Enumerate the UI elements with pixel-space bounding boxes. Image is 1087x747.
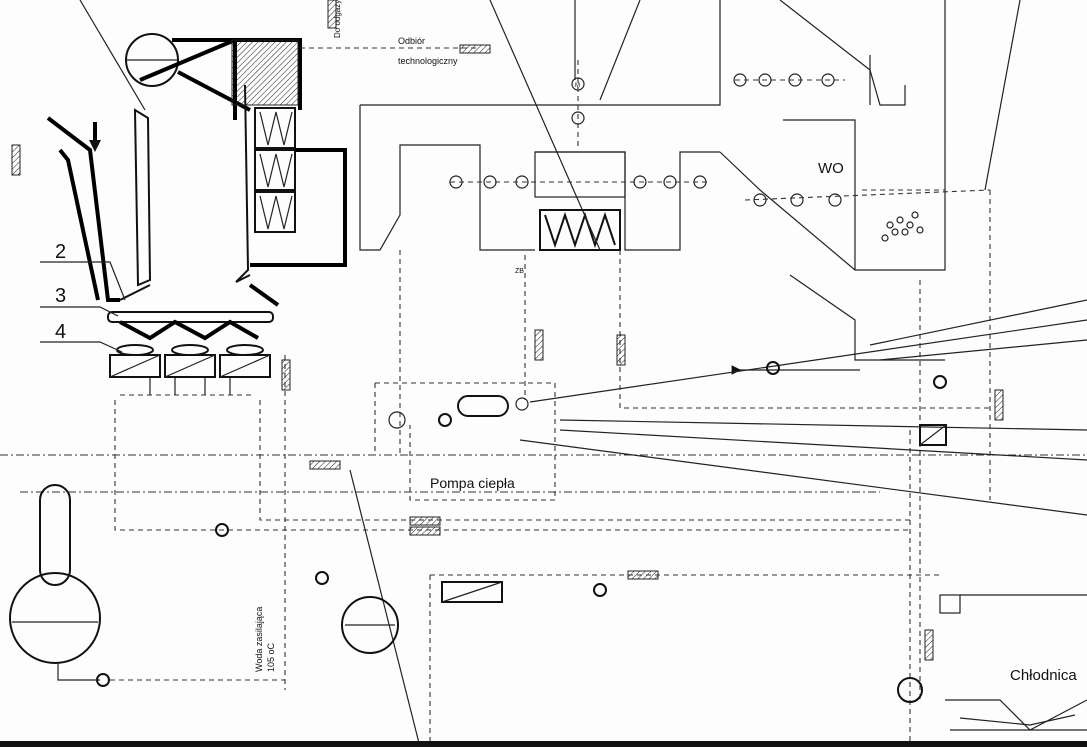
label-pompa-ciepla: Pompa ciepła	[430, 475, 515, 491]
pumps	[96, 361, 947, 703]
label-number-3: 3	[55, 285, 66, 307]
cooler-unit	[945, 699, 1087, 731]
heat-exchanger-coils	[254, 107, 296, 233]
dampers	[449, 60, 991, 207]
feedwater-tanks	[9, 484, 399, 681]
label-odbior-1: Odbiór	[398, 36, 425, 46]
label-chlodnica: Chłodnica	[1010, 667, 1077, 684]
boiler-furnace	[40, 33, 347, 378]
bottom-border	[0, 741, 1087, 747]
label-number-4: 4	[55, 321, 66, 343]
air-fans	[109, 344, 271, 378]
flue-heat-exchanger	[539, 209, 621, 251]
label-odbior-2: technologiczny	[398, 56, 458, 66]
economizer-block	[231, 39, 299, 106]
label-wo: WO	[818, 160, 844, 177]
label-zb: ZB	[515, 268, 524, 275]
label-number-2: 2	[55, 241, 66, 263]
label-woda-1: Woda zasilająca	[254, 607, 264, 672]
heat-pump-unit	[388, 395, 961, 614]
flow-arrows	[11, 0, 1004, 661]
flue-gas-duct	[359, 0, 946, 361]
motor-label: M	[575, 83, 580, 89]
grate	[107, 311, 274, 323]
label-do-odgazy: Do odgazy	[333, 0, 342, 38]
wo-tank	[862, 189, 945, 242]
label-woda-2: 105 oC	[266, 642, 276, 672]
